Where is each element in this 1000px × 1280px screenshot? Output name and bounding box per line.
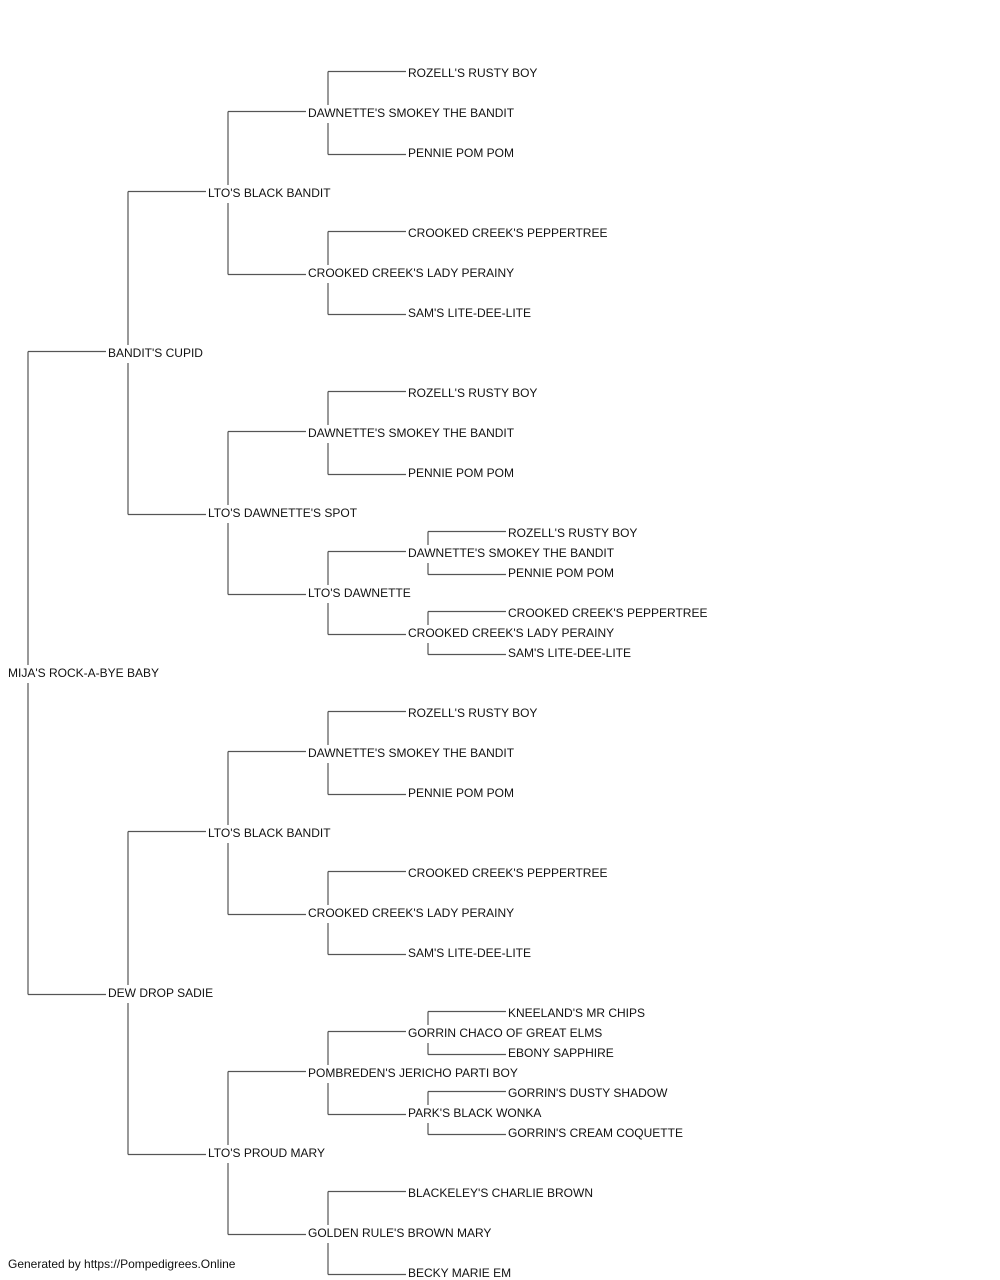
pedigree-node-sire-dam-dam-dam-sire: CROOKED CREEK'S PEPPERTREE (508, 606, 707, 620)
pedigree-node-dam-dam-dam-dam: BECKY MARIE EM (408, 1266, 511, 1280)
pedigree-node-sire-dam-sire-dam: PENNIE POM POM (408, 466, 514, 480)
pedigree-node-sire-dam-dam: LTO'S DAWNETTE (308, 586, 411, 600)
pedigree-node-dam-dam-sire-dam-dam: GORRIN'S CREAM COQUETTE (508, 1126, 683, 1140)
pedigree-node-sire: BANDIT'S CUPID (108, 346, 203, 360)
pedigree-node-sire-dam-dam-sire: DAWNETTE'S SMOKEY THE BANDIT (408, 546, 615, 560)
pedigree-node-dam-dam-sire-sire-sire: KNEELAND'S MR CHIPS (508, 1006, 645, 1020)
pedigree-node-dam-sire-sire-dam: PENNIE POM POM (408, 786, 514, 800)
pedigree-node-dam-dam-dam: GOLDEN RULE'S BROWN MARY (308, 1226, 491, 1240)
pedigree-node-dam-dam-sire: POMBREDEN'S JERICHO PARTI BOY (308, 1066, 518, 1080)
pedigree-node-sire-dam: LTO'S DAWNETTE'S SPOT (208, 506, 358, 520)
pedigree-node-sire-sire-sire-dam: PENNIE POM POM (408, 146, 514, 160)
pedigree-node-sire-sire-dam: CROOKED CREEK'S LADY PERAINY (308, 266, 514, 280)
pedigree-node-sire-dam-dam-sire-sire: ROZELL'S RUSTY BOY (508, 526, 637, 540)
pedigree-node-dam-dam-sire-dam: PARK'S BLACK WONKA (408, 1106, 541, 1120)
pedigree-node-sire-dam-dam-dam-dam: SAM'S LITE-DEE-LITE (508, 646, 631, 660)
pedigree-node-sire-sire-dam-sire: CROOKED CREEK'S PEPPERTREE (408, 226, 607, 240)
pedigree-node-dam: DEW DROP SADIE (108, 986, 213, 1000)
pedigree-node-dam-dam-sire-dam-sire: GORRIN'S DUSTY SHADOW (508, 1086, 668, 1100)
pedigree-node-sire-dam-sire: DAWNETTE'S SMOKEY THE BANDIT (308, 426, 515, 440)
footer-credit: Generated by https://Pompedigrees.Online (8, 1257, 236, 1271)
pedigree-node-dam-sire-dam-dam: SAM'S LITE-DEE-LITE (408, 946, 531, 960)
pedigree-node-sire-dam-dam-dam: CROOKED CREEK'S LADY PERAINY (408, 626, 614, 640)
pedigree-node-sire-sire-sire-sire: ROZELL'S RUSTY BOY (408, 66, 537, 80)
pedigree-node-dam-dam-sire-sire-dam: EBONY SAPPHIRE (508, 1046, 614, 1060)
pedigree-node-sire-sire-dam-dam: SAM'S LITE-DEE-LITE (408, 306, 531, 320)
pedigree-node-root: MIJA'S ROCK-A-BYE BABY (8, 666, 159, 680)
pedigree-node-dam-dam-dam-sire: BLACKELEY'S CHARLIE BROWN (408, 1186, 593, 1200)
pedigree-node-dam-sire-dam: CROOKED CREEK'S LADY PERAINY (308, 906, 514, 920)
pedigree-node-sire-dam-dam-sire-dam: PENNIE POM POM (508, 566, 614, 580)
pedigree-node-dam-sire-sire: DAWNETTE'S SMOKEY THE BANDIT (308, 746, 515, 760)
pedigree-node-dam-sire-dam-sire: CROOKED CREEK'S PEPPERTREE (408, 866, 607, 880)
pedigree-node-dam-sire: LTO'S BLACK BANDIT (208, 826, 331, 840)
pedigree-node-dam-dam: LTO'S PROUD MARY (208, 1146, 325, 1160)
pedigree-node-dam-sire-sire-sire: ROZELL'S RUSTY BOY (408, 706, 537, 720)
pedigree-node-sire-sire: LTO'S BLACK BANDIT (208, 186, 331, 200)
pedigree-node-dam-dam-sire-sire: GORRIN CHACO OF GREAT ELMS (408, 1026, 602, 1040)
pedigree-node-sire-sire-sire: DAWNETTE'S SMOKEY THE BANDIT (308, 106, 515, 120)
pedigree-node-sire-dam-sire-sire: ROZELL'S RUSTY BOY (408, 386, 537, 400)
